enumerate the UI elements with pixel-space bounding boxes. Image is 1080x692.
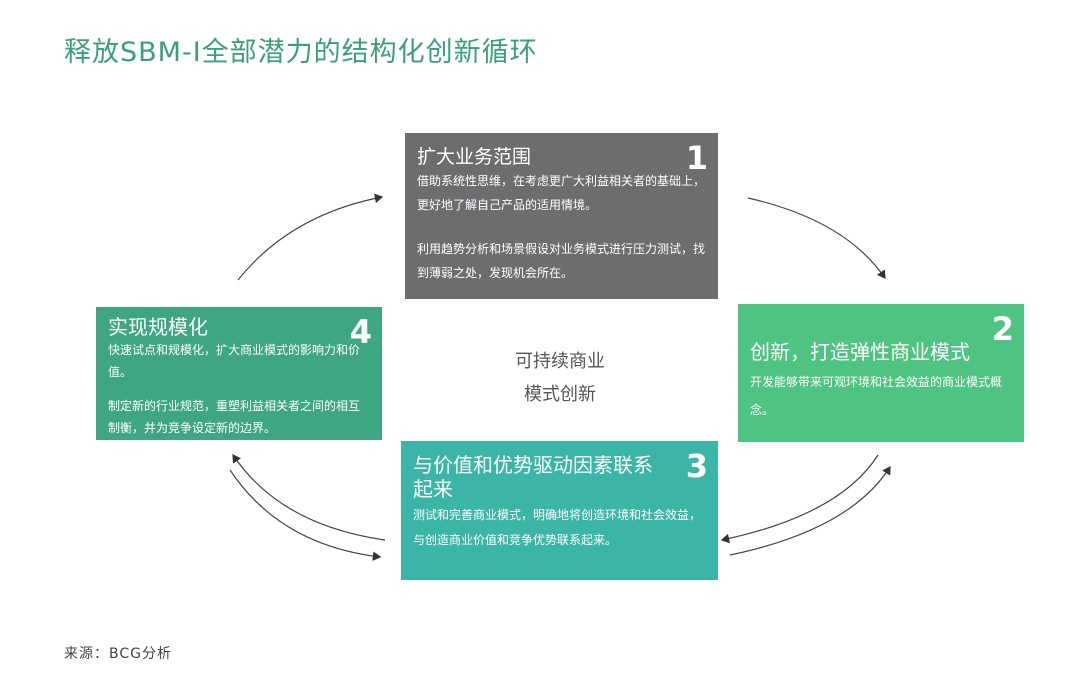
- step-text: 测试和完善商业模式，明确地将创造环境和社会效益，与创造商业价值和竞争优势联系起来…: [413, 508, 702, 547]
- step-4-card: 实现规模化 4 快速试点和规模化，扩大商业模式的影响力和价值。 制定新的行业规范…: [96, 307, 382, 440]
- step-number: 4: [349, 313, 372, 351]
- arrow-3-to-2: [729, 465, 891, 556]
- arrow-3-to-4: [232, 454, 386, 541]
- center-label: 可持续商业 模式创新: [480, 345, 640, 411]
- page-title: 释放SBM-I全部潜力的结构化创新循环: [64, 37, 538, 68]
- step-text: 快速试点和规模化，扩大商业模式的影响力和价值。: [108, 343, 361, 379]
- arrow-2-to-3: [720, 454, 879, 544]
- step-text: 借助系统性思维，在考虑更广大利益相关者的基础上，更好地了解自己产品的适用情境。: [417, 174, 706, 212]
- step-text: 制定新的行业规范，重塑利益相关者之间的相互制衡，并为竞争设定新的边界。: [108, 399, 361, 435]
- step-number: 3: [685, 447, 708, 485]
- step-2-card: 2 创新，打造弹性商业模式 开发能够带来可观环境和社会效益的商业模式概念。: [738, 304, 1024, 442]
- step-heading: 扩大业务范围: [417, 146, 532, 168]
- step-heading: 创新，打造弹性商业模式: [750, 340, 970, 364]
- step-heading: 与价值和优势驱动因素联系起来: [413, 453, 653, 501]
- step-text: 开发能够带来可观环境和社会效益的商业模式概念。: [750, 375, 1003, 417]
- step-text: 利用趋势分析和场景假设对业务模式进行压力测试，找到薄弱之处，发现机会所在。: [417, 242, 706, 280]
- arrow-1-to-2: [747, 197, 886, 279]
- center-label-line: 可持续商业: [515, 351, 605, 372]
- source-note: 来源：BCG分析: [64, 646, 172, 662]
- step-number: 1: [685, 139, 708, 177]
- step-heading: 实现规模化: [108, 315, 208, 339]
- center-label-line: 模式创新: [524, 384, 596, 405]
- step-1-card: 扩大业务范围 1 借助系统性思维，在考虑更广大利益相关者的基础上，更好地了解自己…: [405, 133, 718, 299]
- step-3-card: 与价值和优势驱动因素联系起来 3 测试和完善商业模式，明确地将创造环境和社会效益…: [401, 441, 718, 580]
- arrow-4-to-3: [229, 469, 382, 561]
- step-number: 2: [991, 310, 1014, 348]
- arrow-4-to-1: [237, 193, 384, 281]
